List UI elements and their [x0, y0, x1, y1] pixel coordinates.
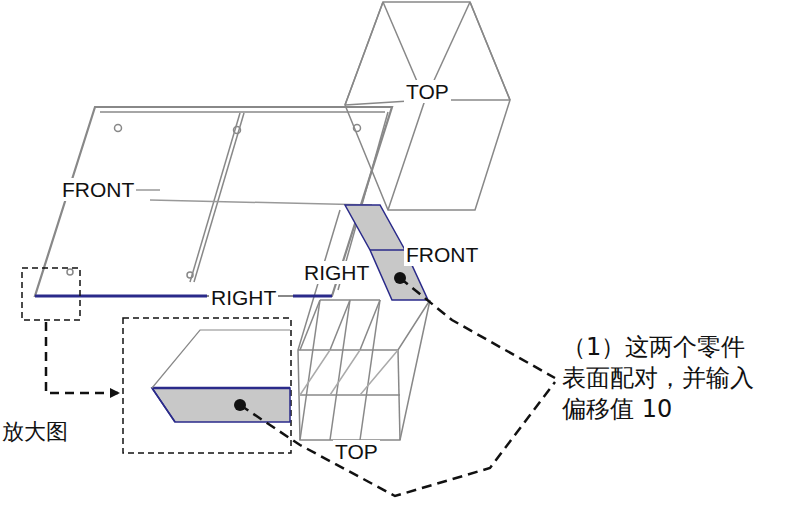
- view-label: FRONT: [60, 178, 136, 201]
- view-label: RIGHT: [302, 261, 371, 284]
- view-label: FRONT: [404, 243, 480, 266]
- zoom-label: 放大图: [2, 420, 68, 444]
- view-label: TOP: [404, 80, 451, 103]
- view-label: TOP: [333, 440, 380, 463]
- callout-note: （1）这两个零件 表面配对，并输入 偏移值 10: [562, 332, 761, 426]
- view-label: RIGHT: [209, 286, 278, 309]
